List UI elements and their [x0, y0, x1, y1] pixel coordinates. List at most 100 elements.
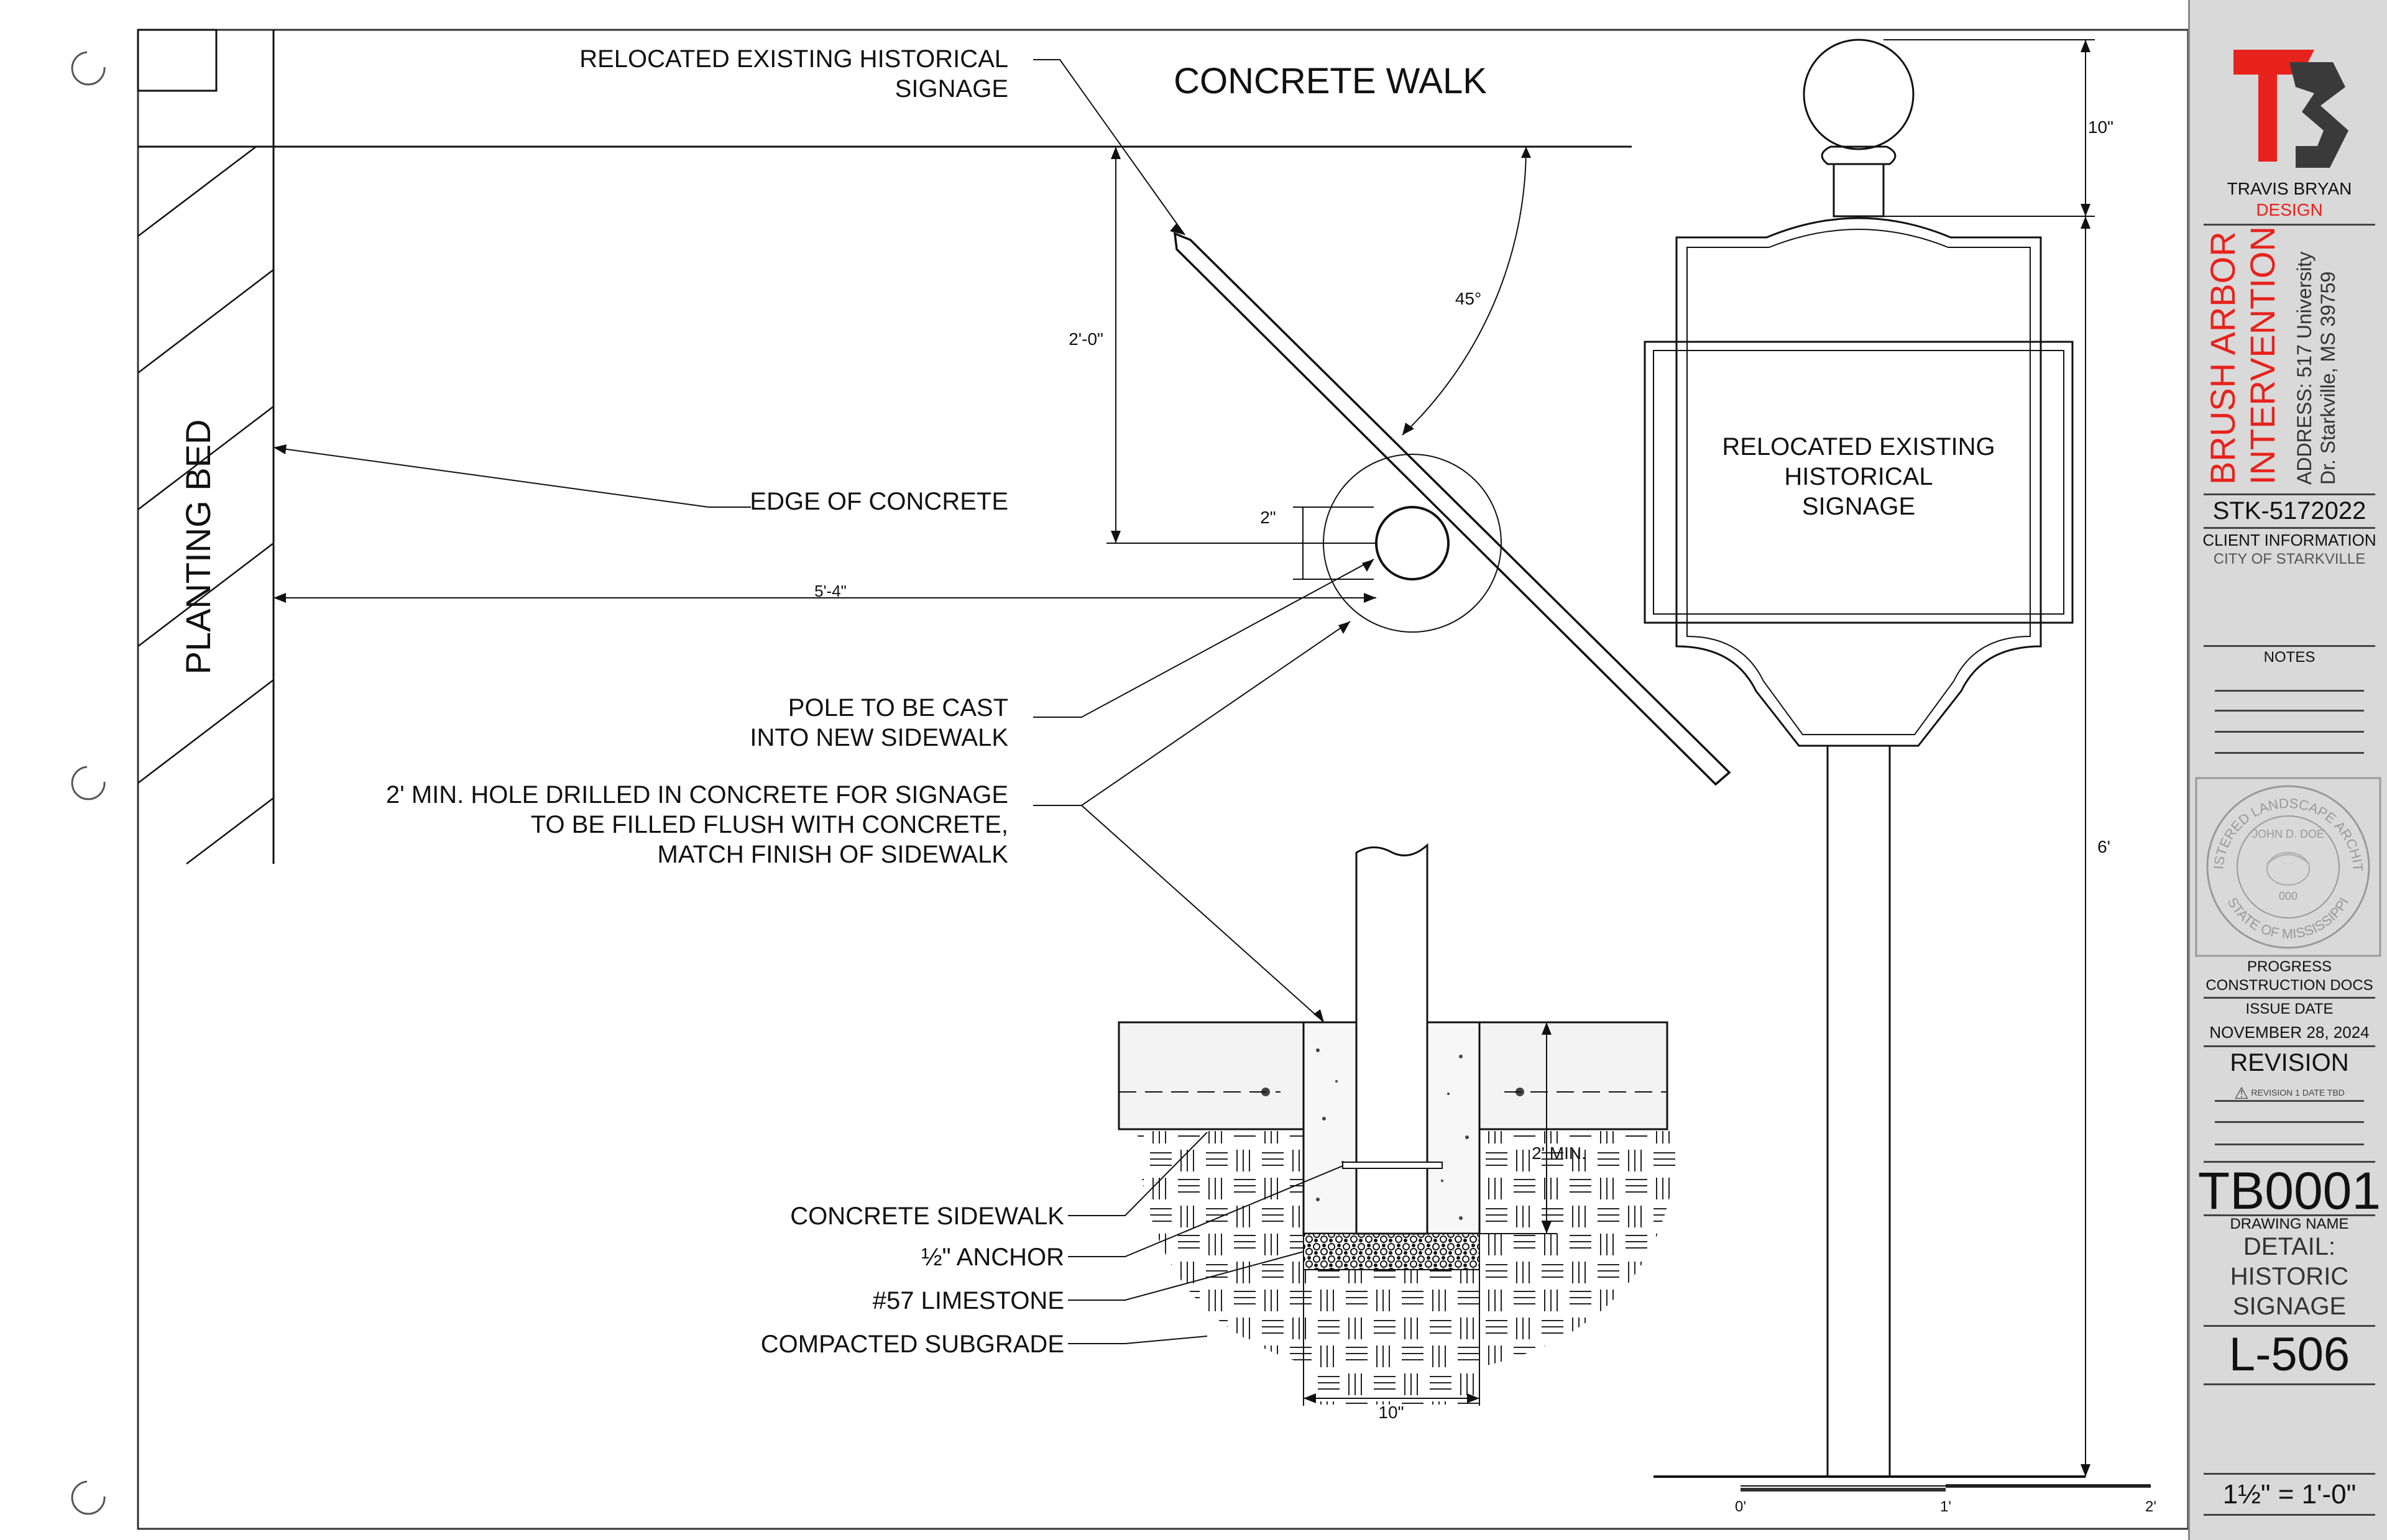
leader-subgrade [1068, 1336, 1208, 1344]
dim-6ft-text: 6' [2097, 837, 2110, 856]
binding-hole-2 [71, 766, 106, 800]
finial-neck [1833, 163, 1885, 218]
revision-item-text: REVISION 1 DATE TBD [2251, 1088, 2345, 1098]
drawing-name-line3: SIGNAGE [2232, 1293, 2347, 1320]
concrete-slab-left [1118, 1021, 1305, 1130]
notes-line-3 [2215, 731, 2364, 733]
notes-line-2 [2215, 710, 2364, 712]
dim-2min-text: 2' MIN. [1532, 1144, 1586, 1163]
svg-text:JOHN D. DOE: JOHN D. DOE [2252, 828, 2324, 840]
label-pole-line2: INTO NEW SIDEWALK [750, 724, 1008, 751]
section-view [1068, 805, 1678, 1406]
drawing-name-line2: HISTORIC [2230, 1263, 2349, 1290]
leader-edge-concrete [273, 447, 751, 508]
sheet-border [137, 29, 2189, 1530]
drawing-code: TB0001 [2197, 1162, 2381, 1220]
project-number: STK-5172022 [2212, 497, 2366, 525]
client-label: CLIENT INFORMATION [2202, 531, 2376, 549]
scale-tick-2: 2' [2145, 1498, 2156, 1515]
planting-bed-hatch [137, 146, 274, 864]
revision-item: ⚠ REVISION 1 DATE TBD [2190, 1084, 2387, 1103]
finial-ball [1803, 39, 1915, 150]
label-concrete-sidewalk: CONCRETE SIDEWALK [790, 1203, 1064, 1230]
sign-inner-frame [1686, 229, 2031, 735]
project-title-line1: BRUSH ARBOR [2203, 231, 2242, 485]
revision-label: REVISION [2230, 1049, 2349, 1076]
label-anchor: ½" ANCHOR [921, 1244, 1064, 1271]
finial-collar [1821, 145, 1897, 165]
sign-panel-inner [1653, 350, 2064, 615]
warning-icon: ⚠ [2234, 1084, 2249, 1102]
concrete-slab-right [1478, 1021, 1668, 1130]
label-concrete-walk: CONCRETE WALK [1174, 61, 1487, 101]
svg-text:000: 000 [2279, 890, 2297, 902]
leader-pole [1033, 559, 1374, 718]
leader-concrete-sidewalk [1068, 1132, 1208, 1216]
sheet-number: L-506 [2228, 1328, 2350, 1381]
notes-line-1 [2215, 690, 2364, 692]
anchor-bar [1342, 1162, 1443, 1169]
label-signage-line1: RELOCATED EXISTING HISTORICAL [579, 45, 1008, 73]
sign-board-plan [1173, 232, 1731, 786]
dim-angle-arc [1402, 146, 1527, 436]
company-sub: DESIGN [2256, 200, 2323, 219]
sign-text-line1: RELOCATED EXISTING [1722, 433, 1995, 461]
client-name: CITY OF STARKVILLE [2213, 551, 2366, 567]
sign-text-line2: HISTORICAL [1784, 463, 1933, 490]
leader-hole-plan [1033, 621, 1351, 806]
professional-seal: REGISTERED LANDSCAPE ARCHITECT STATE OF … [2195, 777, 2381, 957]
label-compacted-subgrade: COMPACTED SUBGRADE [761, 1331, 1064, 1358]
limestone-layer [1303, 1233, 1480, 1270]
corner-block [137, 29, 218, 92]
sign-text-line3: SIGNAGE [1802, 493, 1915, 520]
pole-section [1355, 843, 1428, 1235]
dim-5-4-text: 5'-4" [814, 582, 847, 600]
sign-outer-frame [1675, 217, 2042, 747]
project-title-line2: INTERVENTION [2243, 226, 2282, 485]
binding-hole-3 [71, 1480, 106, 1515]
scale-bar [1741, 1484, 2151, 1492]
issue-date: NOVEMBER 28, 2024 [2209, 1023, 2370, 1042]
label-hole-line1: 2' MIN. HOLE DRILLED IN CONCRETE FOR SIG… [386, 781, 1008, 809]
binding-holes [71, 51, 106, 1515]
leader-hole-section [1081, 805, 1325, 1023]
scale-text: 1½" = 1'-0" [2222, 1479, 2357, 1510]
company-name: TRAVIS BRYAN [2227, 179, 2352, 198]
elevation-arrowheads [2081, 40, 2090, 1477]
issue-label: ISSUE DATE [2245, 1001, 2334, 1017]
label-planting-bed: PLANTING BED [178, 419, 218, 675]
leader-signage [1033, 59, 1185, 236]
scale-tick-1: 1' [1940, 1498, 1951, 1515]
svg-text:REGISTERED LANDSCAPE ARCHITECT: REGISTERED LANDSCAPE ARCHITECT [2195, 777, 2366, 872]
drawing-name-label: DRAWING NAME [2230, 1216, 2349, 1232]
title-block: TRAVIS BRYAN DESIGN BRUSH ARBOR INTERVEN… [2188, 0, 2387, 1540]
pole-circle [1375, 506, 1450, 580]
label-signage-line2: SIGNAGE [895, 75, 1008, 103]
binding-hole-1 [71, 51, 106, 86]
notes-line-4 [2215, 752, 2364, 754]
progress-value: CONSTRUCTION DOCS [2205, 977, 2373, 994]
leader-limestone [1068, 1251, 1304, 1301]
plan-view [137, 29, 1731, 864]
dim-10in-top-text: 10" [2088, 117, 2113, 137]
progress-label: PROGRESS [2247, 958, 2332, 975]
label-pole-line1: POLE TO BE CAST [788, 694, 1008, 722]
address-line2: Dr. Starkville, MS 39759 [2317, 271, 2339, 485]
drawing-name-line1: DETAIL: [2243, 1233, 2336, 1260]
address-line1: ADDRESS: 517 University [2293, 251, 2316, 485]
label-hole-line3: MATCH FINISH OF SIDEWALK [658, 841, 1009, 868]
label-hole-line2: TO BE FILLED FLUSH WITH CONCRETE, [531, 811, 1008, 838]
tb-logo [2233, 50, 2348, 168]
leader-anchor [1068, 1165, 1343, 1257]
notes-label: NOTES [2263, 649, 2316, 666]
sign-panel-outer [1644, 341, 2074, 624]
dim-10in-text: 10" [1378, 1403, 1404, 1422]
dim-angle-text: 45° [1455, 289, 1481, 308]
dim-2ft-text: 2'-0" [1069, 329, 1103, 349]
elevation-view [1644, 39, 2095, 1478]
scale-tick-0: 0' [1735, 1498, 1746, 1515]
plan-arrowheads [274, 147, 1531, 634]
label-limestone: #57 LIMESTONE [873, 1287, 1064, 1314]
label-edge-of-concrete: EDGE OF CONCRETE [750, 488, 1008, 515]
